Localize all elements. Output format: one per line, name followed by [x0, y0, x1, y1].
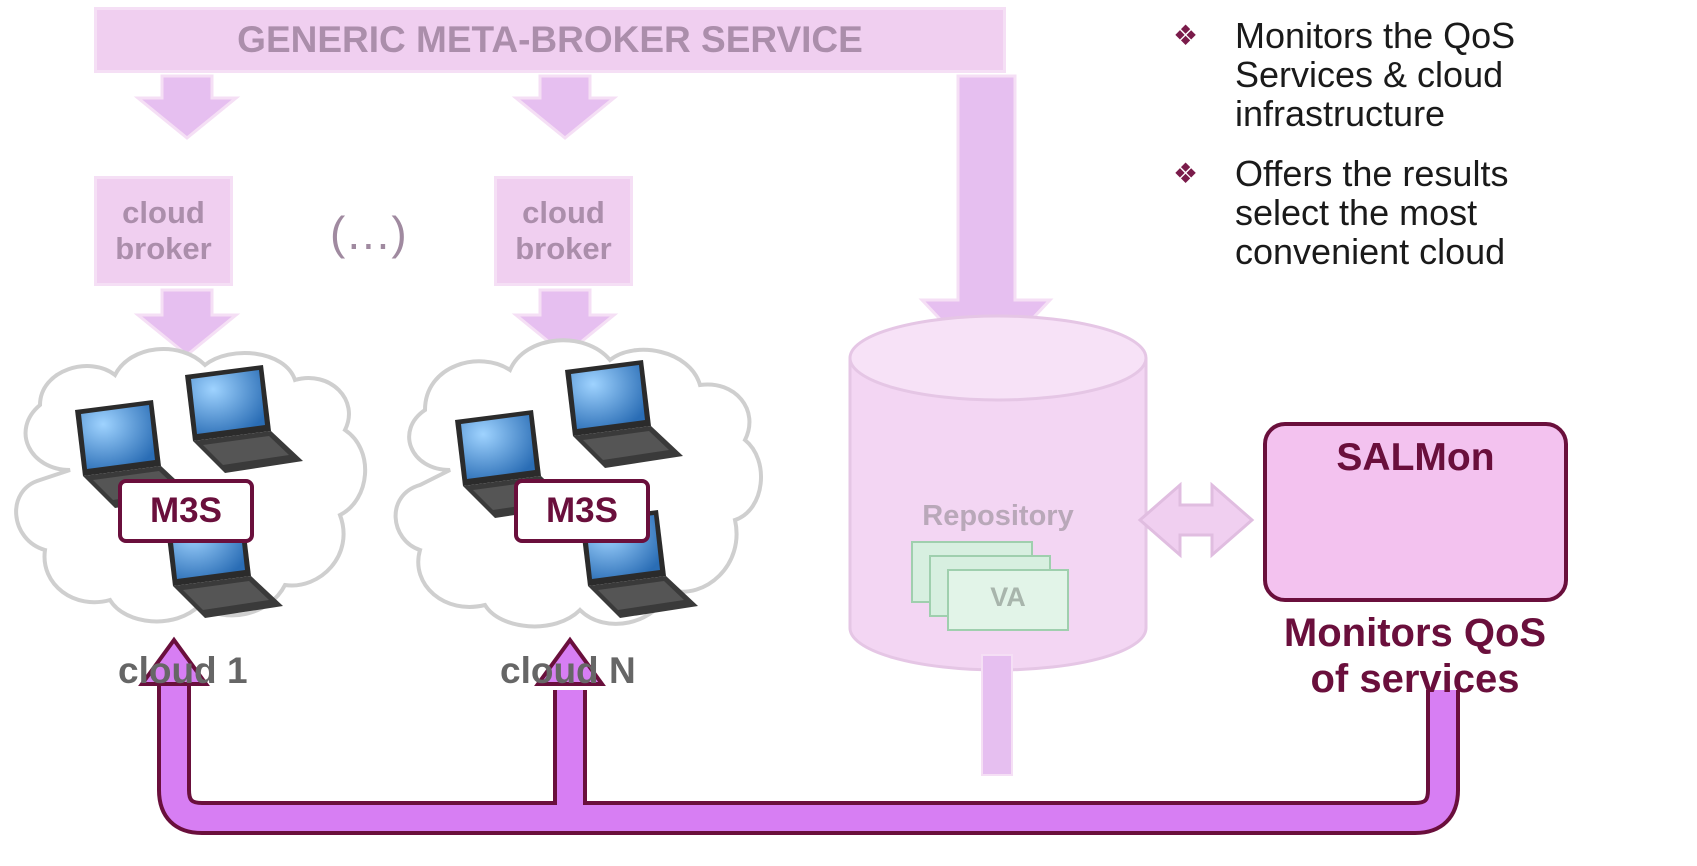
salmon-title: SALMon	[1336, 436, 1495, 479]
cloud-broker-label-2: cloud broker	[515, 195, 612, 266]
bullet-list: ❖ Monitors the QoS Services & cloud infr…	[1173, 16, 1697, 292]
meta-broker-label: GENERIC META-BROKER SERVICE	[237, 19, 863, 60]
cloud-n-label: cloud N	[500, 650, 636, 691]
m3s-badge-2: M3S	[514, 479, 650, 543]
bullet-item-2: ❖ Offers the results select the most con…	[1173, 154, 1697, 271]
bullet-2-line-1: Offers the results	[1235, 153, 1509, 194]
salmon-box	[1263, 422, 1568, 602]
cloud-broker-box-2: cloud broker	[494, 176, 633, 286]
arrow-down-3	[133, 288, 241, 357]
arrow-down-4	[511, 288, 619, 357]
cloud-broker-label-1: cloud broker	[115, 195, 212, 266]
m3s-label-2: M3S	[546, 491, 618, 530]
bullet-1-line-2: Services & cloud	[1235, 54, 1504, 95]
m3s-label-1: M3S	[150, 491, 222, 530]
diamond-bullet-icon: ❖	[1173, 20, 1199, 51]
arrow-down-1	[133, 74, 241, 140]
va-label: VA	[990, 582, 1026, 612]
va-stack	[911, 541, 1069, 631]
bullet-2-line-2: select the most	[1235, 192, 1478, 233]
cloud-1-label: cloud 1	[118, 650, 248, 691]
diamond-bullet-icon: ❖	[1173, 158, 1199, 189]
bullet-item-1: ❖ Monitors the QoS Services & cloud infr…	[1173, 16, 1697, 133]
repository-label: Repository	[922, 500, 1074, 532]
ellipsis-text: (…)	[330, 207, 407, 259]
salmon-subtitle: Monitors QoS of services	[1200, 610, 1630, 702]
double-arrow-repo-salmon	[1137, 481, 1255, 559]
bullet-1-line-3: infrastructure	[1235, 93, 1446, 134]
bullet-2-line-3: convenient cloud	[1235, 231, 1506, 272]
salmon-subtitle-text: Monitors QoS of services	[1283, 611, 1547, 701]
meta-broker-box: GENERIC META-BROKER SERVICE	[94, 7, 1006, 73]
bullet-1-line-1: Monitors the QoS	[1235, 15, 1516, 56]
cloud-broker-box-1: cloud broker	[94, 176, 233, 286]
m3s-badge-1: M3S	[118, 479, 254, 543]
feedback-arrow	[138, 636, 1460, 835]
arrow-down-2	[511, 74, 619, 140]
